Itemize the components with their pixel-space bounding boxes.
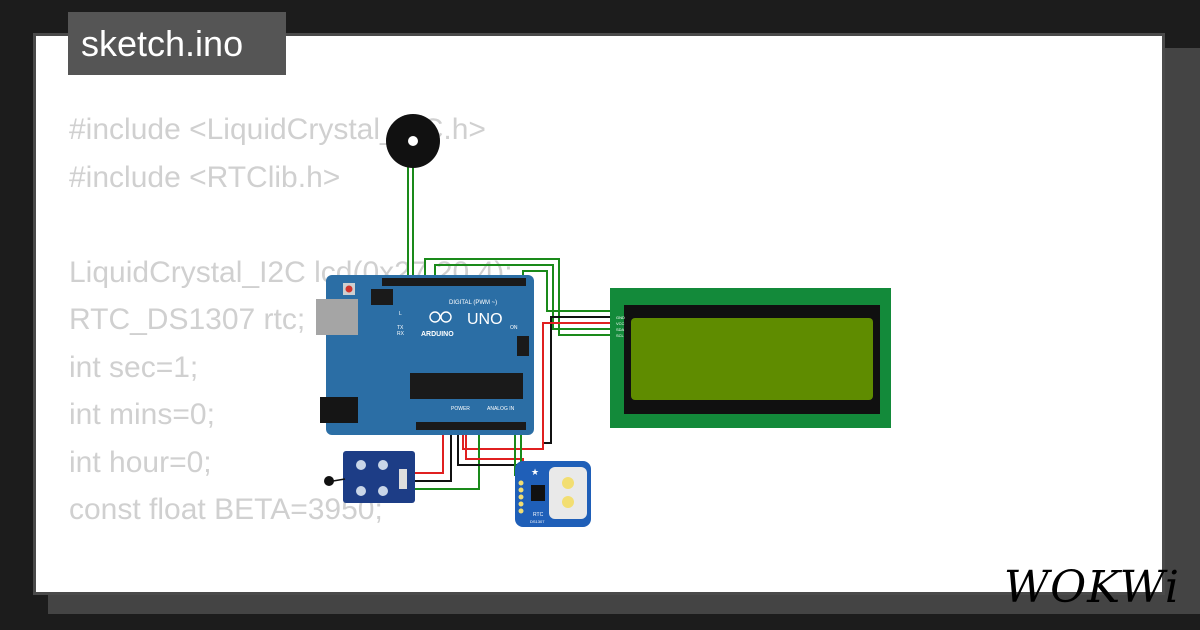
power-analog-header xyxy=(416,422,526,430)
lcd-pin-sda: SDA xyxy=(616,327,625,332)
rtc-pin xyxy=(518,508,524,514)
wire-black xyxy=(415,428,452,482)
lcd-display[interactable]: GND VCC SDA SCL xyxy=(610,288,891,428)
buzzer[interactable] xyxy=(386,114,440,168)
ntc-hole xyxy=(378,486,388,496)
infinity-logo-right xyxy=(440,311,452,323)
rtc-pin xyxy=(518,501,524,507)
led-label-l: L xyxy=(399,311,402,317)
code-line: RTC_DS1307 rtc; xyxy=(69,303,306,336)
rtc-battery-contact xyxy=(562,477,574,489)
wire-green xyxy=(434,264,611,330)
rtc-module[interactable]: ★ RTC DS1307 xyxy=(515,461,591,527)
buzzer-hole xyxy=(408,136,418,146)
thermistor-bead xyxy=(324,476,334,486)
rtc-battery-contact xyxy=(562,496,574,508)
power-label: POWER xyxy=(451,406,470,412)
rtc-pin xyxy=(518,480,524,486)
usb-connector xyxy=(316,299,358,335)
code-preview: #include <LiquidCrystal_I2C.h> #include … xyxy=(69,106,513,534)
lcd-pin-scl: SCL xyxy=(616,333,625,338)
digital-header xyxy=(382,278,526,286)
rtc-pin xyxy=(518,487,524,493)
rtc-label: RTC xyxy=(533,512,544,518)
icsp-header xyxy=(371,289,393,305)
reset-button-cap xyxy=(345,285,353,293)
wire-red xyxy=(415,428,444,474)
analog-label: ANALOG IN xyxy=(487,406,515,412)
wire-red xyxy=(462,322,611,450)
arduino-uno[interactable]: DIGITAL (PWM ~) UNO ARDUINO ANALOG IN PO… xyxy=(316,275,534,435)
code-line: int hour=0; xyxy=(69,445,212,479)
project-card: #include <LiquidCrystal_I2C.h> #include … xyxy=(33,33,1165,595)
file-tab[interactable]: sketch.ino xyxy=(68,12,286,75)
rtc-chip-label: DS1307 xyxy=(530,519,545,524)
code-line: int sec=1; xyxy=(69,350,199,384)
wokwi-logo: WOKWi xyxy=(1003,562,1180,613)
wire-green xyxy=(522,270,611,312)
code-line: const float BETA=3950; xyxy=(69,493,383,526)
code-line: #include <RTClib.h> xyxy=(69,160,341,194)
uno-label: UNO xyxy=(467,311,503,328)
ntc-hole xyxy=(378,460,388,470)
ntc-hole xyxy=(356,486,366,496)
wire-green xyxy=(415,428,480,490)
rtc-chip xyxy=(531,485,545,501)
wire-black xyxy=(543,316,611,444)
digital-label: DIGITAL (PWM ~) xyxy=(449,300,497,306)
led-label-tx: TX xyxy=(397,325,404,331)
infinity-logo-left xyxy=(429,311,441,323)
thermistor-lead xyxy=(332,478,346,482)
rtc-pin xyxy=(518,494,524,500)
circuit-diagram: DIGITAL (PWM ~) UNO ARDUINO ANALOG IN PO… xyxy=(316,114,891,527)
lcd-screen xyxy=(631,318,873,400)
code-line: int mins=0; xyxy=(69,398,215,431)
wire-green xyxy=(424,258,611,336)
lcd-pin-vcc: VCC xyxy=(616,321,625,326)
ntc-hole xyxy=(356,460,366,470)
ntc-resistor xyxy=(399,469,407,489)
ntc-sensor[interactable] xyxy=(324,451,415,503)
led-label-on: ON xyxy=(510,325,518,331)
arduino-brand: ARDUINO xyxy=(421,331,454,338)
lcd-pin-gnd: GND xyxy=(616,315,625,320)
icsp-header-2 xyxy=(517,336,529,356)
led-label-rx: RX xyxy=(397,331,405,337)
atmega-chip xyxy=(410,373,523,399)
rtc-battery-holder xyxy=(549,467,587,519)
rtc-star-icon: ★ xyxy=(531,468,539,478)
power-jack xyxy=(320,397,358,423)
